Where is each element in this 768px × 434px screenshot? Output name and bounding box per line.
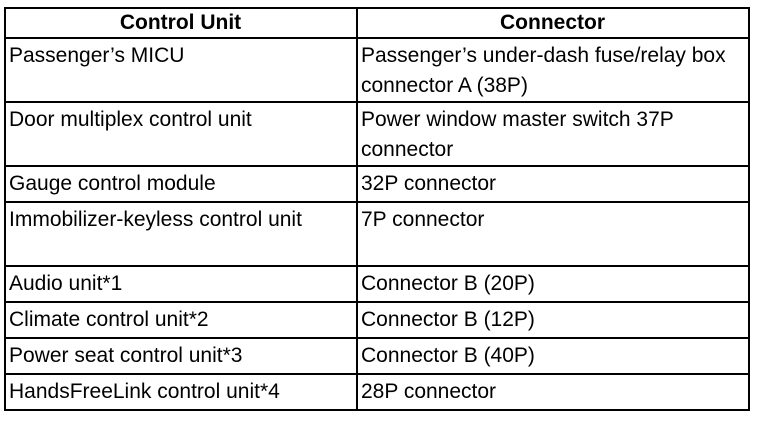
connector-table: Control Unit Connector Passenger’s MICU … [4,7,750,411]
control-unit-cell: Immobilizer-keyless control unit [4,201,358,267]
header-control-unit: Control Unit [4,7,358,39]
table-row: HandsFreeLink control unit*4 28P connect… [4,373,750,411]
table-row: Climate control unit*2 Connector B (12P) [4,301,750,339]
table-row: Passenger’s MICU Passenger’s under-dash … [4,37,750,103]
connector-cell: 32P connector [356,165,750,203]
header-row: Control Unit Connector [4,7,750,39]
control-unit-cell: Audio unit*1 [4,265,358,303]
control-unit-cell: Climate control unit*2 [4,301,358,339]
connector-cell: 7P connector [356,201,750,267]
connector-cell: Connector B (40P) [356,337,750,375]
table-row: Gauge control module 32P connector [4,165,750,203]
control-unit-cell: Gauge control module [4,165,358,203]
control-unit-cell: Passenger’s MICU [4,37,358,103]
connector-cell: Connector B (20P) [356,265,750,303]
connector-cell: Power window master switch 37P connector [356,101,750,167]
control-unit-cell: HandsFreeLink control unit*4 [4,373,358,411]
table-row: Door multiplex control unit Power window… [4,101,750,167]
table-row: Audio unit*1 Connector B (20P) [4,265,750,303]
header-connector: Connector [356,7,750,39]
control-unit-cell: Power seat control unit*3 [4,337,358,375]
connector-cell: Connector B (12P) [356,301,750,339]
table-row: Immobilizer-keyless control unit 7P conn… [4,201,750,267]
connector-cell: Passenger’s under-dash fuse/relay box co… [356,37,750,103]
connector-cell: 28P connector [356,373,750,411]
control-unit-cell: Door multiplex control unit [4,101,358,167]
table-row: Power seat control unit*3 Connector B (4… [4,337,750,375]
